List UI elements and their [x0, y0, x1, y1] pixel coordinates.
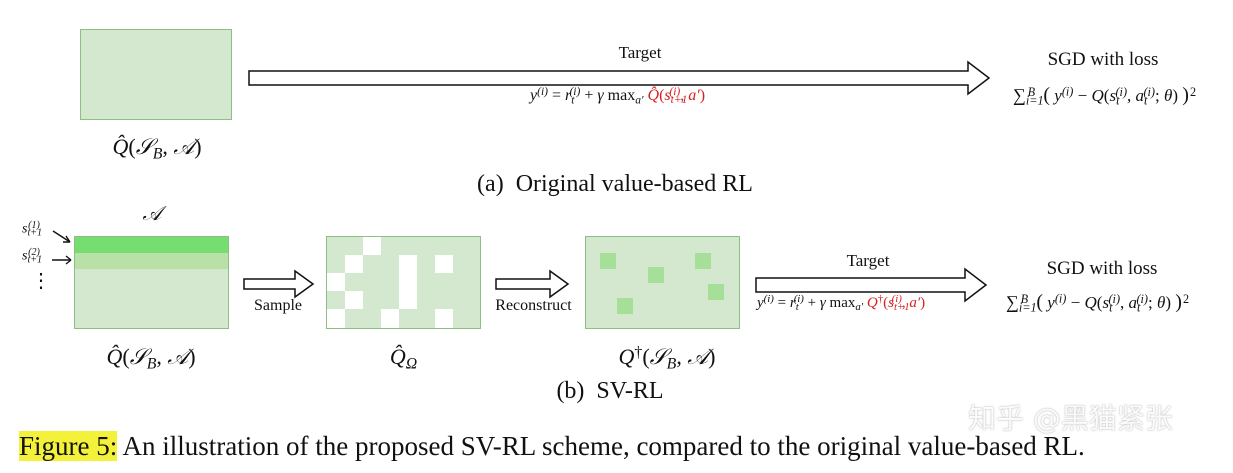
sgd-loss-formula-b: ∑i=1B ( y(i) − Q(st(i), at(i); θ) )2 [1006, 291, 1190, 315]
target-label-a: Target [618, 43, 662, 62]
reconstruct-arrow [495, 269, 570, 299]
panel-a-caption-label: (a) [477, 171, 504, 197]
target-formula-a: y(i) = rt(i) + γ maxa′ Q̂(st+1(i), a′) [530, 86, 706, 107]
q-dagger-box [585, 236, 740, 329]
q-hat-box-a [80, 29, 232, 120]
q-hat-omega-label: Q̂Ω [389, 344, 418, 373]
sampled-matrix-grid [327, 237, 480, 328]
figure-number: Figure 5: [19, 431, 118, 461]
sgd-loss-formula-a: ∑i=1B ( y(i) − Q(st(i), at(i); θ) )2 [1013, 84, 1197, 108]
reconstructed-cell-3 [695, 253, 711, 269]
highlight-row-2 [75, 253, 228, 269]
panel-a-caption-text: Original value-based RL [515, 171, 753, 197]
reconstruct-label: Reconstruct [495, 297, 572, 314]
reconstructed-cell-4 [708, 284, 724, 300]
state-arrow-1 [52, 230, 71, 243]
sample-label: Sample [254, 297, 302, 314]
panel-b-caption-label: (b) [556, 378, 585, 404]
target-arrow-b [755, 267, 988, 303]
state-ellipsis: ⋮ [31, 270, 51, 292]
panel-b-caption-text: SV-RL [596, 378, 664, 404]
sampled-matrix [326, 236, 481, 329]
sample-arrow [243, 269, 315, 299]
panel-b-caption: (b) SV-RL [520, 378, 700, 405]
action-space-label: 𝒜 [142, 203, 162, 225]
zhihu-watermark: 知乎 @黑猫紧张 [968, 402, 1173, 435]
q-hat-label-a: Q̂(𝒮B, 𝒜) [112, 134, 202, 163]
highlight-row-1 [75, 237, 228, 253]
figure-caption: Figure 5: An illustration of the propose… [19, 431, 1085, 462]
state-label-1: st+1(1) [22, 220, 43, 239]
figure-caption-text: An illustration of the proposed SV-RL sc… [122, 431, 1085, 461]
target-formula-b: y(i) = rt(i) + γ maxa′ Q†(st+1(i), a′) [757, 293, 926, 313]
target-arrow-a [248, 60, 991, 96]
reconstructed-cell-5 [617, 298, 633, 314]
state-arrow-2 [52, 255, 72, 265]
sgd-title-b: SGD with loss [1046, 258, 1158, 279]
q-dagger-label: Q†(𝒮B, 𝒜) [618, 344, 716, 373]
panel-a-caption: (a) Original value-based RL [455, 171, 775, 198]
q-hat-label-b: Q̂(𝒮B, 𝒜) [106, 344, 196, 373]
q-hat-box-b [74, 236, 229, 329]
sgd-title-a: SGD with loss [1047, 49, 1159, 70]
reconstructed-cell-2 [648, 267, 664, 283]
reconstructed-cell-1 [600, 253, 616, 269]
target-label-b: Target [846, 251, 890, 270]
state-label-2: st+1(2) [22, 247, 43, 266]
